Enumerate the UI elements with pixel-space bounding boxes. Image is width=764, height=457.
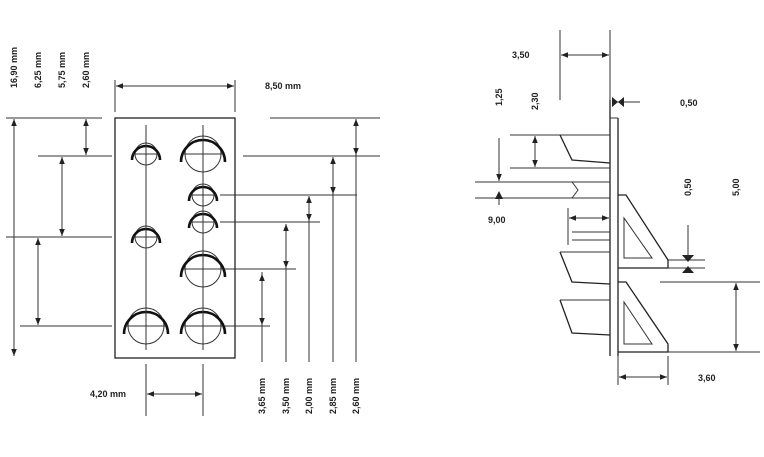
dim-2-60-right: 2,60 mm bbox=[351, 378, 361, 414]
dim-1-25: 1,25 bbox=[494, 88, 504, 106]
dim-6-25: 6,25 mm bbox=[33, 52, 43, 88]
dim-3-65: 3,65 mm bbox=[257, 378, 267, 414]
dim-wall-top: 0,50 bbox=[680, 98, 698, 108]
side-view: 3,50 1,25 2,30 0,50 9,00 bbox=[475, 30, 760, 385]
jack-hole bbox=[130, 224, 162, 250]
jack-profile-lower bbox=[559, 299, 611, 336]
jack-hole bbox=[122, 306, 170, 346]
dim-column-spacing: 4,20 mm bbox=[90, 389, 126, 399]
jack-hole bbox=[187, 182, 219, 208]
bracket-lower bbox=[618, 281, 669, 353]
dim-bottom-width: 3,60 bbox=[698, 373, 716, 383]
jack-profile-upper bbox=[559, 134, 611, 164]
dim-top-offset: 3,50 bbox=[512, 50, 530, 60]
dim-2-00: 2,00 mm bbox=[304, 378, 314, 414]
dim-16-90: 16,90 mm bbox=[9, 47, 19, 88]
jack-profile-middle bbox=[559, 251, 611, 285]
panel-outline bbox=[114, 117, 236, 359]
jack-hole bbox=[187, 209, 219, 235]
jack-hole bbox=[179, 306, 227, 346]
dim-wall-mid: 0,50 bbox=[683, 178, 693, 196]
jack-hole bbox=[179, 249, 227, 289]
dim-2-30: 2,30 bbox=[530, 92, 540, 110]
jack-hole bbox=[179, 134, 227, 174]
dim-2-85: 2,85 mm bbox=[328, 378, 338, 414]
bracket-upper bbox=[618, 194, 669, 269]
front-view: 8,50 mm 4,20 mm 16,90 mm 6,25 mm 5,75 mm… bbox=[6, 47, 380, 416]
dim-5-00: 5,00 bbox=[731, 178, 741, 196]
dim-3-50: 3,50 mm bbox=[281, 378, 291, 414]
jack-hole bbox=[130, 141, 162, 167]
dim-5-75: 5,75 mm bbox=[57, 52, 67, 88]
dim-2-60-left: 2,60 mm bbox=[81, 52, 91, 88]
dim-9-00: 9,00 bbox=[488, 215, 506, 225]
dim-total-width: 8,50 mm bbox=[265, 81, 301, 91]
